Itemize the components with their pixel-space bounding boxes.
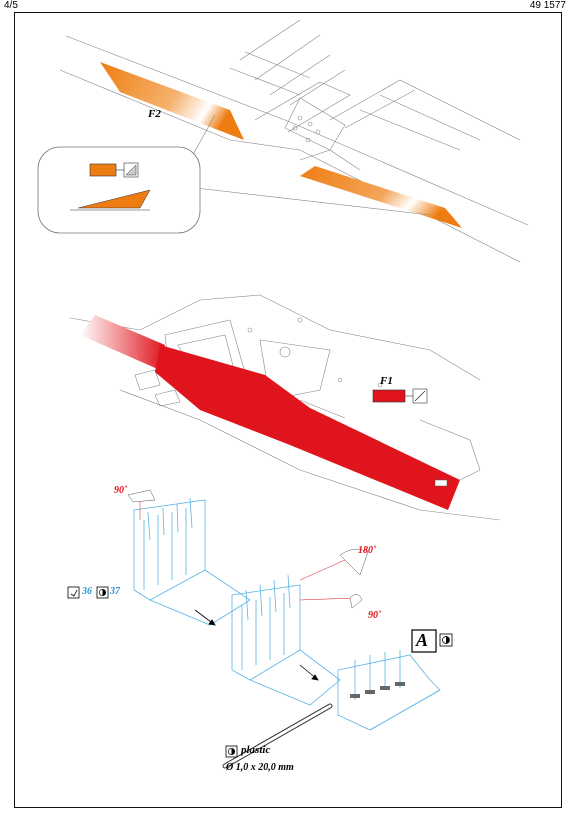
assembly-a-box [411,629,437,653]
f2-strip-left [100,62,244,140]
ref-36: 36 [82,586,92,597]
upper-wing-outline [59,19,529,263]
f2-strip-right [300,166,462,228]
ref-37: 37 [110,586,120,597]
page-number: 4/5 [4,0,18,11]
page-frame [14,12,562,808]
pe-part-3 [337,650,441,731]
angle-label-2: 180˚ [358,545,377,556]
kit-code: 49 1577 [529,0,566,11]
pe-part-1 [133,497,251,626]
assembly-a-label: A [416,630,429,650]
callout-box [37,146,201,234]
f1-strip-fade [80,315,165,370]
size-label: Ø 1,0 x 20,0 mm [226,762,294,773]
color-swatch-orange [89,163,117,177]
fold-icon [67,586,80,599]
angle-label-1: 90˚ [114,485,128,496]
f2-label: F2 [148,108,161,120]
f1-strip [155,345,460,510]
bevel-profile-icon [77,189,151,209]
angle-label-3: 90˚ [368,610,382,621]
pe-part-2 [231,574,341,706]
color-swatch-red [372,389,406,403]
material-label: plastic [241,744,271,756]
f1-label: F1 [380,375,393,387]
